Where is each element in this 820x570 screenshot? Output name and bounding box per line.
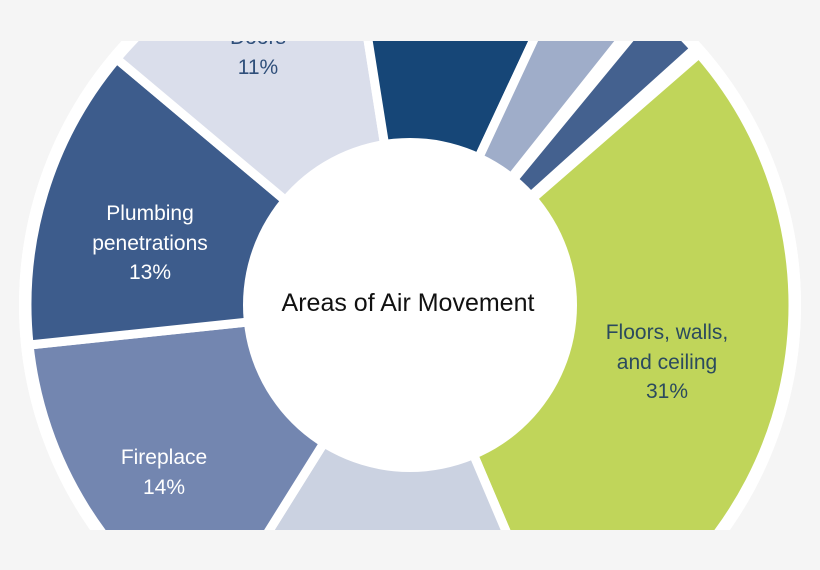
segment-label: Plumbing penetrations 13% [92,199,208,288]
chart-title: Areas of Air Movement [281,289,535,317]
segment-percent: 11% [237,55,279,79]
donut-center-hole [243,138,577,472]
segment-label: Floors, walls, and ceiling 31% [606,318,729,407]
segment-percent: 13% [128,261,172,284]
segment-name: Doors [230,41,286,53]
segment-percent: 31% [645,380,689,403]
segment-name: penetrations [92,231,208,255]
segment-label: Doors 11% [230,41,286,82]
donut-outer-edge [19,41,801,530]
segment-percent: 14% [142,475,186,499]
donut-chart [19,41,801,530]
segment-name: Floors, walls, [605,321,729,344]
segment-name: and ceiling [616,350,718,374]
segment-name: Plumbing [106,202,194,225]
segment-label: Fireplace 14% [121,443,207,502]
chart-viewport: Floors, walls, and ceiling 31% Fireplace 14%… [0,41,820,530]
segment-name: Fireplace [120,446,208,469]
